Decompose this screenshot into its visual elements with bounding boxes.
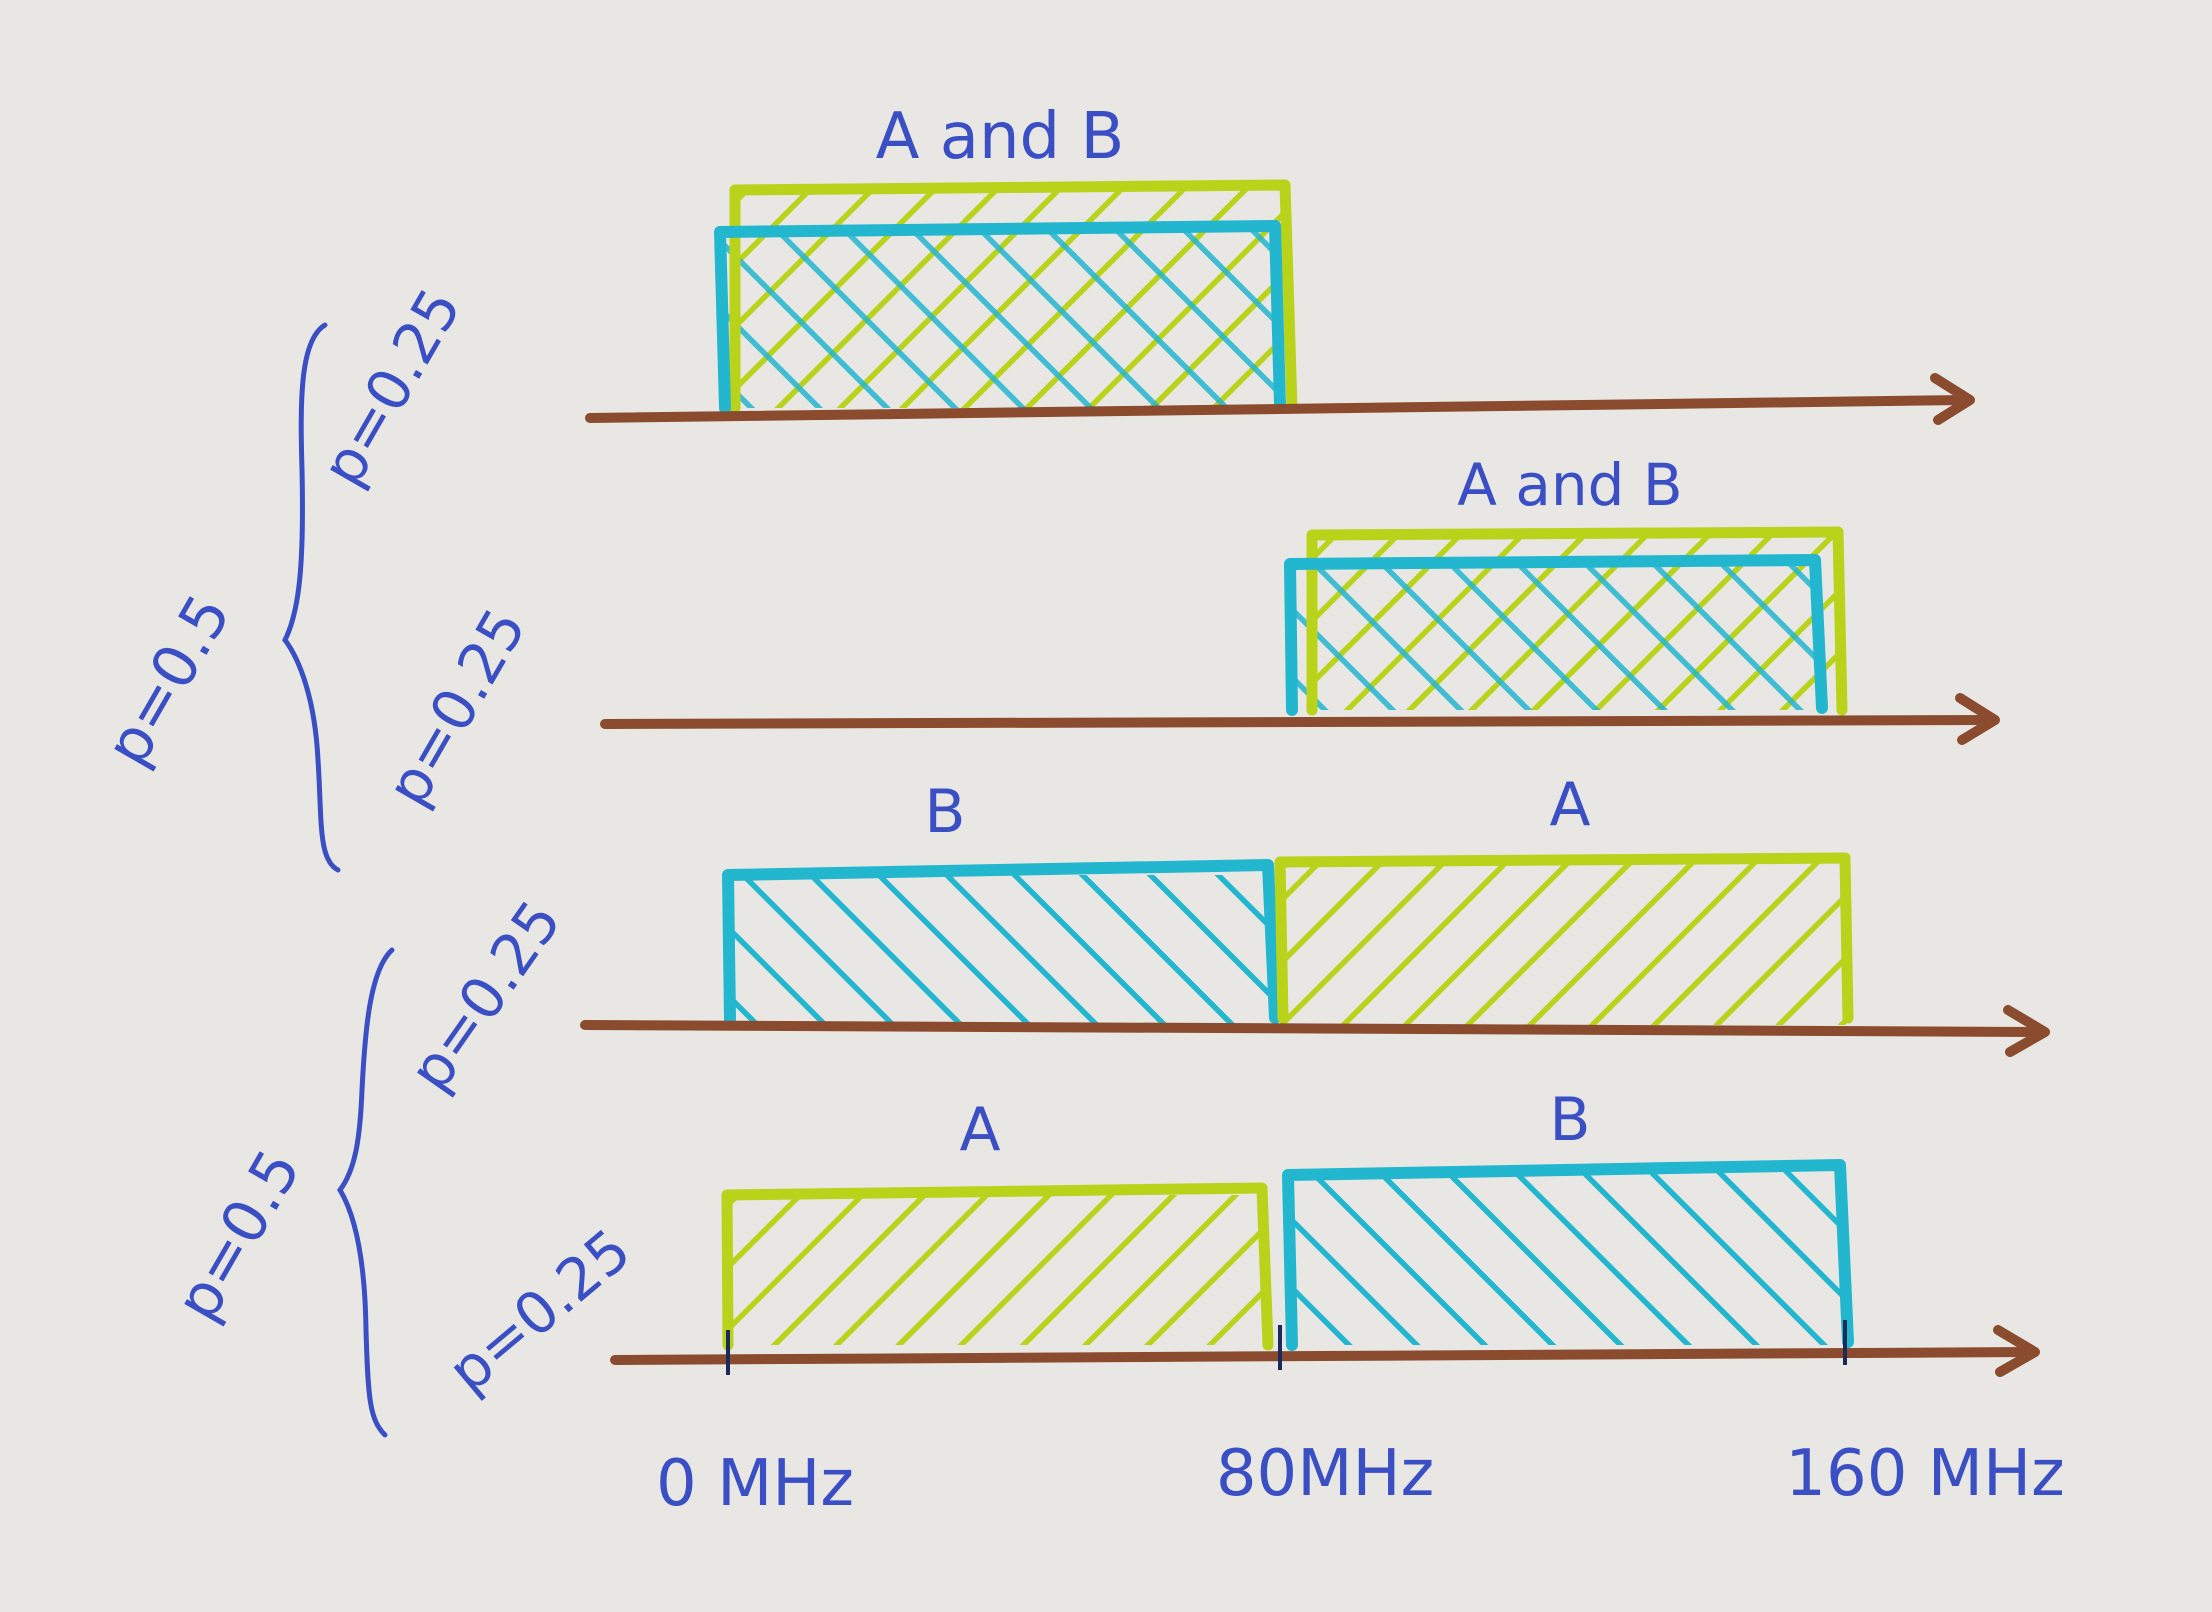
row-3-blue-block-outline [722,859,1281,1026]
row-4-axis-line [610,1347,2035,1365]
row-2-axis-line [600,715,1995,729]
row-4-label-right: B [1549,1085,1590,1155]
row-4-axis-arrowhead [1993,1325,2040,1377]
axis-label-80mhz: 80MHz [1216,1437,1434,1511]
row-4-green-block-fill [727,1195,1267,1345]
row-2-blue-block-fill [1290,565,1820,710]
axis-label-0mhz: 0 MHz [656,1447,854,1521]
row-3-green-block-outline [1274,852,1854,1024]
row-3-axis-arrowhead [2003,1005,2050,1057]
row-3-label-right: A [1549,770,1590,840]
row-1: A and B p=0.25 [308,100,1975,497]
row-3-label-left: B [924,777,965,847]
row-4-green-block-outline [721,1182,1274,1351]
row-1-blue-block-outline [714,220,1286,414]
row-4-label-left: A [959,1095,1000,1165]
row-4: A B p=0.25 [435,1085,2040,1406]
group-1-brace [282,322,341,873]
row-1-label: A and B [876,100,1125,174]
row-2-green-block-outline [1306,526,1848,716]
group-2-brace [336,947,395,1438]
row-4-blue-block-outline [1282,1159,1854,1351]
row-3: B A p=0.25 [396,770,2050,1103]
row-3-axis-line [580,1020,2045,1037]
row-3-green-block-fill [1280,860,1848,1025]
row-3-blue-block-fill [728,875,1270,1025]
row-4-blue-block-fill [1285,1170,1845,1345]
row-2-label: A and B [1457,451,1682,519]
row-2-axis-arrowhead [1955,693,2000,745]
row-2-blue-block-outline [1284,554,1828,716]
row-1-blue-block-fill [722,232,1282,408]
row-1-green-block-outline [729,179,1298,414]
row-2: A and B p=0.25 [373,451,2000,817]
axis-label-160mhz: 160 MHz [1785,1437,2064,1511]
row-1-axis-line [585,395,1970,423]
row-1-axis-arrowhead [1930,373,1975,425]
